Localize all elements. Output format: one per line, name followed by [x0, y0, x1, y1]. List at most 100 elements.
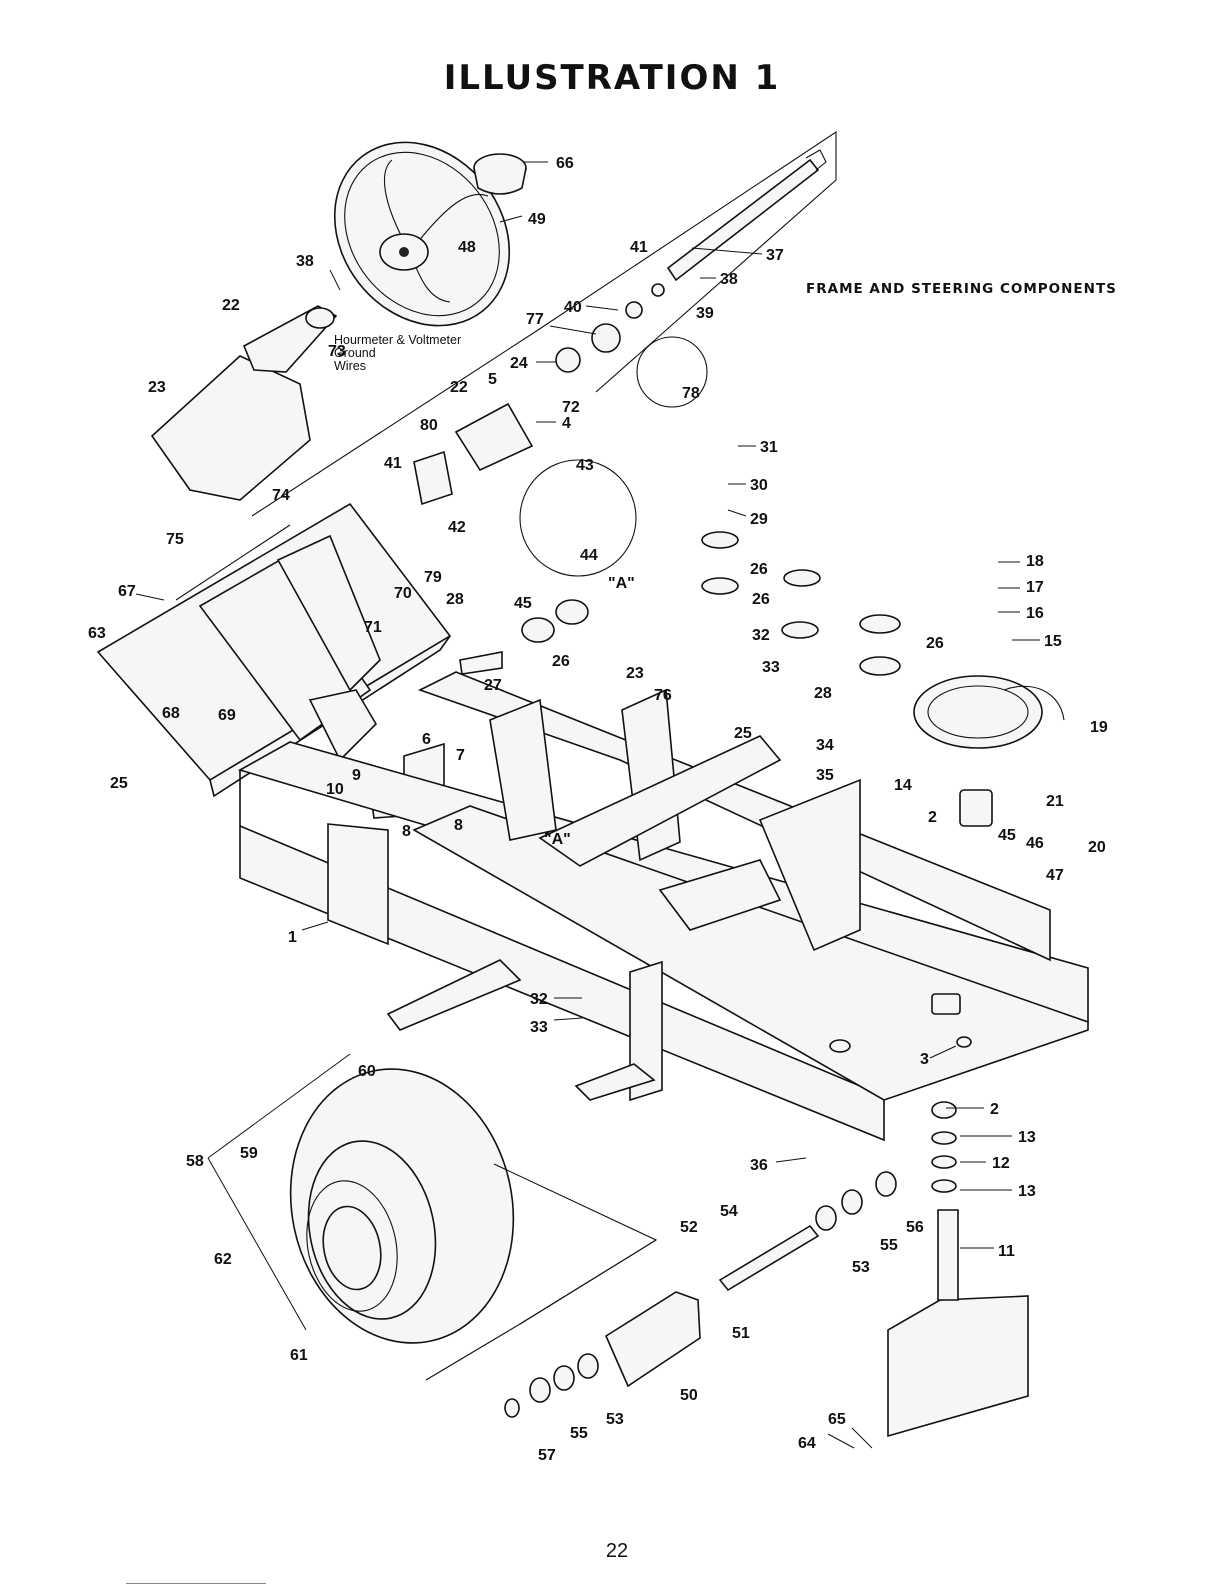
wire-note-line: Hourmeter & Voltmeter — [334, 333, 462, 347]
callout-label: 65 — [828, 1411, 846, 1428]
callout-label: 53 — [852, 1259, 870, 1276]
callout-label: 2 — [928, 809, 937, 826]
callout-label: 42 — [448, 519, 466, 536]
callout-label: 23 — [148, 379, 166, 396]
callout-label: 60 — [358, 1063, 376, 1080]
section-marker: "A" — [608, 575, 635, 592]
callout-label: 34 — [816, 737, 834, 754]
callout-label: 64 — [798, 1435, 816, 1452]
callout-label: 74 — [272, 487, 290, 504]
callout-label: 41 — [630, 239, 648, 256]
callout-label: 77 — [526, 311, 544, 328]
callout-label: 62 — [214, 1251, 232, 1268]
callout-label: 51 — [732, 1325, 750, 1342]
callout-label: 17 — [1026, 579, 1044, 596]
callout-label: 43 — [576, 457, 594, 474]
callout-label: 11 — [998, 1243, 1015, 1260]
callout-label: 32 — [752, 627, 770, 644]
callout-label: 16 — [1026, 605, 1044, 622]
callout-label: 40 — [564, 299, 582, 316]
callout-label: 48 — [458, 239, 476, 256]
callout-label: 45 — [998, 827, 1016, 844]
callout-label: 59 — [240, 1145, 258, 1162]
callout-label: 5 — [488, 371, 497, 388]
callout-label: 56 — [906, 1219, 924, 1236]
wire-note-line: Ground — [334, 346, 376, 360]
callout-label: 23 — [626, 665, 644, 682]
column-support — [150, 305, 338, 501]
leader-lines — [135, 161, 1040, 1449]
callout-label: 37 — [766, 247, 784, 264]
wire-note-line: Wires — [334, 359, 366, 373]
callout-label: 25 — [734, 725, 752, 742]
callout-label: 28 — [814, 685, 832, 702]
callout-label: 55 — [880, 1237, 898, 1254]
main-frame — [237, 671, 1089, 1142]
callout-label: 21 — [1046, 793, 1064, 810]
callout-label: 26 — [552, 653, 570, 670]
callout-label: 8 — [402, 823, 411, 840]
callout-label: 47 — [1046, 867, 1064, 884]
callout-label: 15 — [1044, 633, 1062, 650]
steering-sector — [913, 675, 1065, 827]
callout-label: 26 — [752, 591, 770, 608]
idler-pulleys — [521, 531, 901, 676]
callout-label: 45 — [514, 595, 532, 612]
steering-wheel — [333, 141, 511, 327]
callout-label: 78 — [682, 385, 700, 402]
callout-label: 27 — [484, 677, 502, 694]
callout-label: 9 — [352, 767, 361, 784]
callout-label: 3 — [920, 1051, 929, 1068]
callout-label: 67 — [118, 583, 136, 600]
callout-label: 30 — [750, 477, 768, 494]
callout-label: 13 — [1018, 1183, 1036, 1200]
callout-label: 36 — [750, 1157, 768, 1174]
callout-label: 12 — [992, 1155, 1010, 1172]
callout-label: 80 — [420, 417, 438, 434]
callout-label: 26 — [926, 635, 944, 652]
callout-label: 22 — [222, 297, 240, 314]
callout-label: 76 — [654, 687, 672, 704]
callout-label: 25 — [110, 775, 128, 792]
callout-label: 31 — [760, 439, 778, 456]
callout-label: 79 — [424, 569, 442, 586]
callout-label: 66 — [556, 155, 574, 172]
callout-label: 71 — [364, 619, 382, 636]
steering-gear — [413, 283, 665, 506]
callout-label: 61 — [290, 1347, 308, 1364]
callout-label: 7 — [456, 747, 465, 764]
callout-label: 1 — [288, 929, 297, 946]
callout-label: 33 — [530, 1019, 548, 1036]
callout-label: 52 — [680, 1219, 698, 1236]
callout-label: 19 — [1090, 719, 1108, 736]
callout-label: 35 — [816, 767, 834, 784]
wire-note: Hourmeter & Voltmeter Ground Wires — [334, 334, 544, 373]
callout-label: 49 — [528, 211, 546, 228]
callout-label: 28 — [446, 591, 464, 608]
callout-label: 18 — [1026, 553, 1044, 570]
callout-label: 10 — [326, 781, 344, 798]
callout-label: 44 — [580, 547, 598, 564]
callout-label: 63 — [88, 625, 106, 642]
callout-label: 39 — [696, 305, 714, 322]
callout-label: 14 — [894, 777, 912, 794]
page-title: ILLUSTRATION 1 — [443, 58, 781, 98]
callout-label: 26 — [750, 561, 768, 578]
callout-label: 2 — [990, 1101, 999, 1118]
callout-label: 29 — [750, 511, 768, 528]
callout-label: 73 — [328, 343, 346, 360]
callout-label: 38 — [720, 271, 738, 288]
callout-label: 33 — [762, 659, 780, 676]
callout-label: 70 — [394, 585, 412, 602]
callout-label: 57 — [538, 1447, 556, 1464]
callout-label: 8 — [454, 817, 463, 834]
steering-shaft — [666, 149, 827, 282]
callout-label: 53 — [606, 1411, 624, 1428]
callout-label: 20 — [1088, 839, 1106, 856]
callout-label: 50 — [680, 1387, 698, 1404]
axle-shaft — [504, 1171, 897, 1418]
callout-label: 55 — [570, 1425, 588, 1442]
callout-label: 6 — [422, 731, 431, 748]
